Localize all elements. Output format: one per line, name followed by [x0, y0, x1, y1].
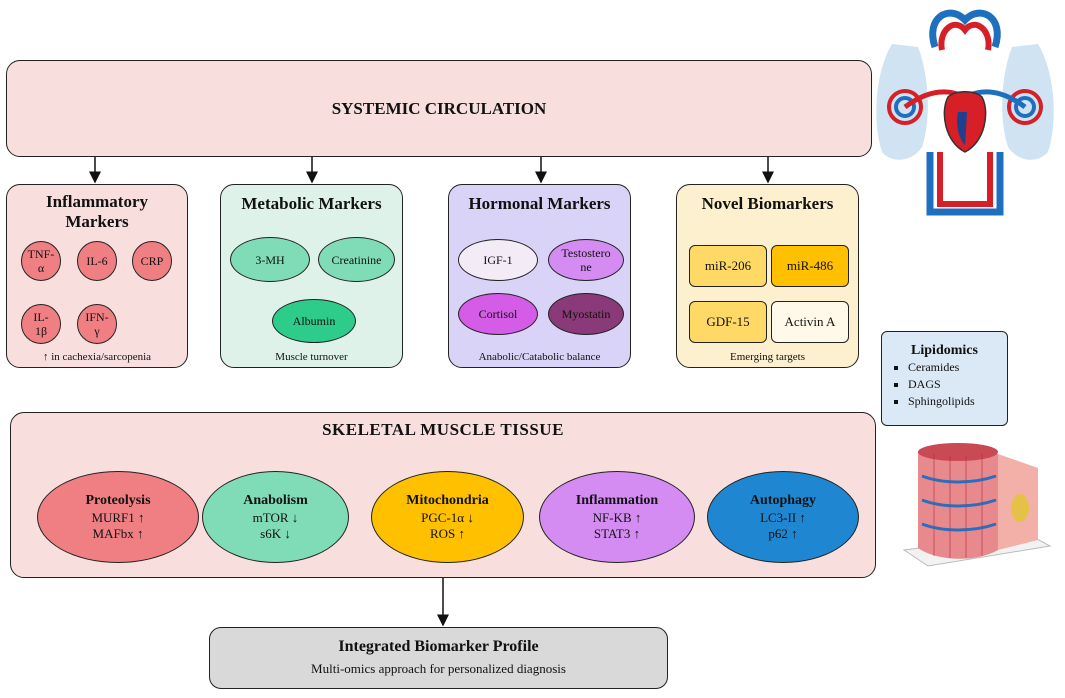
- marker-tnf-alpha: TNF-α: [21, 241, 61, 281]
- process-title: Inflammation: [575, 493, 659, 508]
- integrated-title: Integrated Biomarker Profile: [338, 638, 539, 655]
- skeletal-muscle-title: SKELETAL MUSCLE TISSUE: [322, 420, 564, 439]
- marker-mir-486: miR-486: [771, 245, 849, 287]
- systemic-circulation-title: SYSTEMIC CIRCULATION: [331, 98, 547, 118]
- hormonal-markers-panel: Hormonal Markers IGF-1 Testosterone Cort…: [448, 184, 631, 368]
- lipidomics-box: Lipidomics Ceramides DAGS Sphingolipids: [881, 331, 1008, 426]
- process-line: MAFbx ↑: [92, 526, 144, 541]
- marker-mir-206: miR-206: [689, 245, 767, 287]
- marker-cortisol: Cortisol: [458, 293, 538, 335]
- process-proteolysis: Proteolysis MURF1 ↑ MAFbx ↑: [37, 471, 199, 563]
- muscle-fiber-illustration-icon: [902, 443, 1052, 567]
- process-line: LC3-II ↑: [760, 510, 806, 525]
- skeletal-muscle-tissue-panel: SKELETAL MUSCLE TISSUE Proteolysis MURF1…: [10, 412, 876, 578]
- process-line: STAT3 ↑: [593, 526, 641, 541]
- integrated-subtitle: Multi-omics approach for personalized di…: [311, 661, 566, 676]
- metabolic-markers-title: Metabolic Markers: [241, 194, 382, 213]
- marker-crp: CRP: [132, 241, 172, 281]
- metabolic-caption: Muscle turnover: [275, 351, 348, 363]
- process-mitochondria: Mitochondria PGC-1α ↓ ROS ↑: [371, 471, 524, 563]
- process-line: p62 ↑: [768, 526, 798, 541]
- systemic-circulation-banner: SYSTEMIC CIRCULATION: [6, 60, 872, 157]
- marker-albumin: Albumin: [272, 299, 356, 343]
- process-title: Mitochondria: [406, 493, 489, 508]
- marker-ifn-gamma: IFN-γ: [77, 304, 117, 344]
- metabolic-markers-panel: Metabolic Markers 3-MH Creatinine Albumi…: [220, 184, 403, 368]
- process-line: PGC-1α ↓: [421, 510, 474, 525]
- process-title: Anabolism: [243, 493, 308, 508]
- marker-3-mh: 3-MH: [230, 237, 310, 282]
- novel-caption: Emerging targets: [729, 351, 806, 363]
- hormonal-markers-title: Hormonal Markers: [468, 194, 611, 213]
- marker-testosterone: Testosterone: [548, 239, 624, 281]
- marker-creatinine: Creatinine: [318, 237, 395, 282]
- process-anabolism: Anabolism mTOR ↓ s6K ↓: [202, 471, 349, 563]
- integrated-biomarker-profile: Integrated Biomarker Profile Multi-omics…: [209, 627, 668, 689]
- hormonal-caption: Anabolic/Catabolic balance: [478, 351, 601, 363]
- novel-biomarkers-panel: Novel Biomarkers miR-206 miR-486 GDF-15 …: [676, 184, 859, 368]
- inflammatory-caption: ↑ in cachexia/sarcopenia: [42, 351, 152, 363]
- process-line: ROS ↑: [429, 526, 466, 541]
- process-autophagy: Autophagy LC3-II ↑ p62 ↑: [707, 471, 859, 563]
- lipidomics-item: DAGS: [908, 376, 975, 393]
- lipidomics-item: Ceramides: [908, 359, 975, 376]
- heart-lungs-illustration-icon: [876, 9, 1054, 216]
- lipidomics-list: Ceramides DAGS Sphingolipids: [888, 359, 975, 410]
- inflammatory-markers-panel: Inflammatory Markers TNF-α IL-6 CRP IL-1…: [6, 184, 188, 368]
- marker-igf-1: IGF-1: [458, 239, 538, 281]
- marker-il-1b: IL-1β: [21, 304, 61, 344]
- process-line: mTOR ↓: [252, 510, 299, 525]
- process-line: s6K ↓: [260, 526, 291, 541]
- inflammatory-markers-title: Inflammatory Markers: [46, 192, 148, 231]
- marker-myostatin: Myostatin: [548, 293, 624, 335]
- lipidomics-item: Sphingolipids: [908, 393, 975, 410]
- marker-gdf-15: GDF-15: [689, 301, 767, 343]
- marker-activin-a: Activin A: [771, 301, 849, 343]
- marker-il-6: IL-6: [77, 241, 117, 281]
- lipidomics-title: Lipidomics: [911, 343, 978, 358]
- process-line: NF-KB ↑: [592, 510, 642, 525]
- novel-biomarkers-title: Novel Biomarkers: [701, 194, 834, 213]
- process-title: Proteolysis: [85, 493, 151, 508]
- process-inflammation: Inflammation NF-KB ↑ STAT3 ↑: [539, 471, 695, 563]
- process-title: Autophagy: [749, 493, 817, 508]
- process-line: MURF1 ↑: [91, 510, 145, 525]
